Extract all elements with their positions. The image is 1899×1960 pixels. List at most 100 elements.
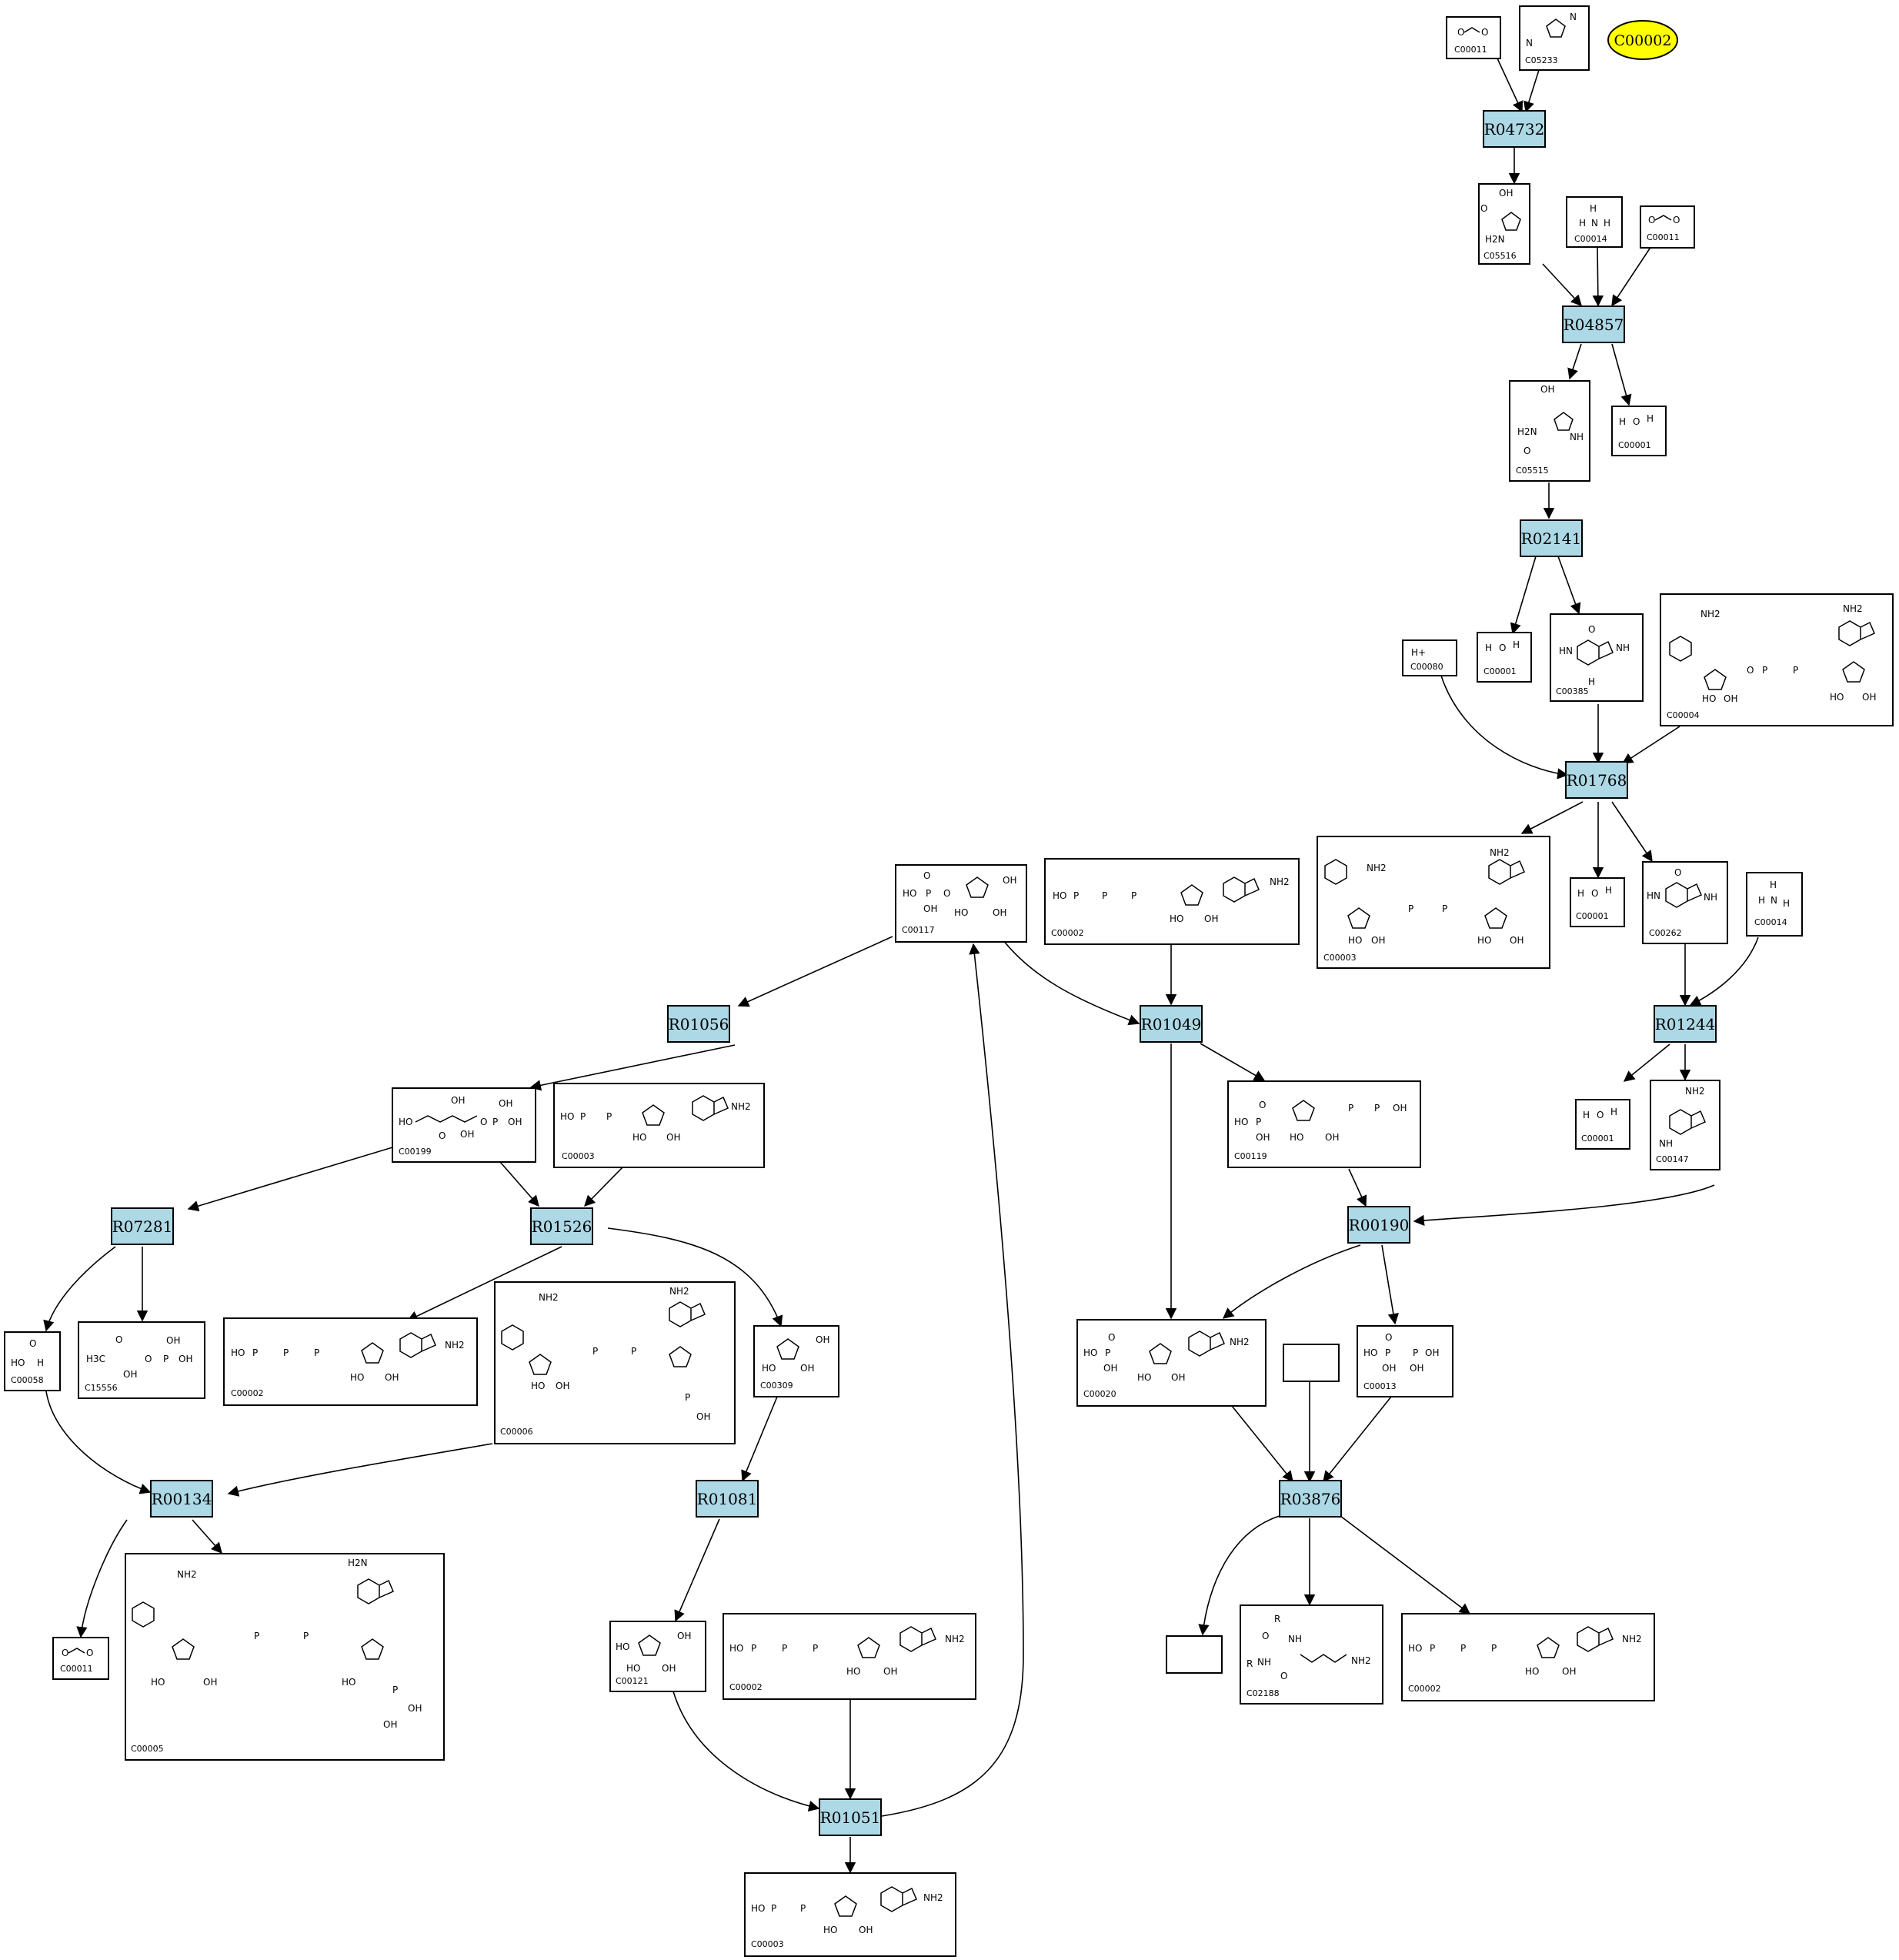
reaction-r00190[interactable]: R00190 (1347, 1206, 1410, 1244)
compound-c00001[interactable]: H O H C00001 (1611, 406, 1667, 456)
compound-c00014[interactable]: H H N H C00014 (1566, 196, 1623, 248)
compound-c02188[interactable]: R O NH R NH NH2 O C02188 (1240, 1604, 1383, 1705)
compound-c00121[interactable]: OH HO HO OH C00121 (609, 1621, 706, 1692)
reaction-r07281[interactable]: R07281 (111, 1207, 174, 1245)
atom-nh2-label: NH2 (1490, 847, 1510, 858)
compound-c00002[interactable]: HO P P P NH2 HO OH C00002 (723, 1613, 976, 1700)
reaction-label: R01244 (1655, 1015, 1716, 1033)
atom-oh-label: OH (556, 1381, 569, 1391)
atom-ho-label: HO (11, 1357, 25, 1368)
compound-id-label: C00014 (1754, 917, 1787, 927)
atom-o-label: O (1480, 203, 1487, 214)
compound-c00011[interactable]: O O C00011 (1446, 16, 1501, 59)
atom-o-label: O (480, 1117, 487, 1127)
atom-ho-label: HO (823, 1925, 837, 1935)
reaction-r01049[interactable]: R01049 (1140, 1005, 1203, 1043)
atom-p-label: P (1793, 665, 1798, 676)
compound-id-label: C00001 (1483, 666, 1517, 676)
atom-h-label: H (1579, 218, 1586, 229)
compound-c00002[interactable]: HO P P P NH2 HO OH C00002 (1044, 858, 1300, 945)
atom-ho-label: HO (399, 1117, 412, 1127)
reaction-r03876[interactable]: R03876 (1279, 1480, 1342, 1518)
atom-oh-label: OH (385, 1372, 399, 1383)
atom-ho-label: HO (954, 907, 968, 918)
reaction-r01526[interactable]: R01526 (530, 1207, 593, 1245)
reaction-r01056[interactable]: R01056 (667, 1005, 730, 1043)
compound-id-label: C00003 (562, 1151, 595, 1161)
compound-c00001[interactable]: H O H C00001 (1477, 632, 1532, 683)
compound-c00117[interactable]: O HO P O OH OH HO OH C00117 (895, 864, 1027, 943)
compound-c05515[interactable]: OH H2N O NH C05515 (1509, 380, 1590, 482)
compound-c05233[interactable]: N N C05233 (1519, 5, 1590, 71)
compound-c00006[interactable]: NH2 P P NH2 P OH HO OH C00006 (494, 1281, 736, 1444)
atom-oh-label: OH (1410, 1363, 1423, 1374)
atom-oh-label: OH (1393, 1103, 1407, 1114)
compound-c00004[interactable]: NH2 O P P NH2 HO OH HO OH C00004 (1660, 593, 1894, 726)
atom-r-label: R (1274, 1614, 1280, 1624)
compound-id-label: C00005 (131, 1744, 164, 1754)
atom-p-label: P (252, 1347, 258, 1358)
compound-id-label: C00013 (1363, 1381, 1397, 1391)
compound-c00013[interactable]: O HO P P OH OH OH C00013 (1357, 1325, 1453, 1397)
compound-c00199[interactable]: HO O OH OH O P OH OH C00199 (392, 1087, 536, 1163)
atom-p-label: P (1348, 1103, 1353, 1114)
reaction-r02141[interactable]: R02141 (1520, 519, 1583, 557)
compound-c00002[interactable]: HO P P P NH2 HO OH C00002 (223, 1317, 478, 1406)
compound-c00309[interactable]: OH HO OH C00309 (753, 1325, 839, 1397)
atom-p-label: P (782, 1643, 787, 1654)
compound-c00119[interactable]: O HO P OH P P OH HO OH C00119 (1227, 1080, 1421, 1168)
atom-ho-label: HO (1083, 1347, 1097, 1358)
compound-c00262[interactable]: O HN NH C00262 (1642, 861, 1728, 944)
atom-nh-label: NH (1288, 1634, 1302, 1644)
atom-nh-label: NH (1570, 432, 1584, 442)
reaction-r01051[interactable]: R01051 (819, 1798, 882, 1836)
reaction-r01081[interactable]: R01081 (696, 1480, 759, 1518)
reaction-label: R00134 (152, 1490, 212, 1508)
compound-c05516[interactable]: OH O H2N C05516 (1478, 183, 1530, 265)
reaction-r04732[interactable]: R04732 (1483, 110, 1546, 148)
reaction-r00134[interactable]: R00134 (150, 1480, 213, 1518)
compound-c00014[interactable]: H H N H C00014 (1746, 872, 1803, 937)
compound-id-label: C15556 (85, 1383, 118, 1393)
compound-c00058[interactable]: O HO H C00058 (4, 1331, 61, 1391)
atom-ho-label: HO (1348, 935, 1362, 946)
reaction-r04857[interactable]: R04857 (1562, 306, 1625, 343)
compound-empty-box[interactable] (1166, 1635, 1223, 1674)
compound-id-label: C00001 (1581, 1134, 1614, 1144)
compound-c00005[interactable]: NH2 P P H2N P OH OH HO OH HO C00005 (125, 1553, 445, 1761)
atom-oh-label: OH (696, 1411, 710, 1422)
compound-id-label: C05516 (1483, 251, 1517, 261)
compound-c00080[interactable]: H+ C00080 (1402, 639, 1457, 676)
atom-p-label: P (163, 1354, 169, 1364)
atom-nh-label: NH (1257, 1657, 1271, 1668)
atom-oh-label: OH (408, 1703, 422, 1714)
atom-o-label: O (923, 870, 930, 881)
atom-ho-label: HO (560, 1111, 574, 1122)
atom-o-label: O (943, 888, 950, 899)
compound-c00001[interactable]: H O H C00001 (1575, 1099, 1630, 1150)
reaction-r01768[interactable]: R01768 (1565, 761, 1628, 799)
compound-c00003[interactable]: NH2 P P NH2 HO OH HO OH C00003 (1317, 836, 1550, 969)
atom-oh-label: OH (662, 1663, 676, 1674)
compound-c00011[interactable]: O O C00011 (52, 1637, 109, 1680)
compound-empty-box[interactable] (1283, 1344, 1340, 1382)
highlight-compound-c00002[interactable]: C00002 (1607, 20, 1678, 60)
atom-p-label: P (1385, 1347, 1390, 1358)
compound-c00001[interactable]: H O H C00001 (1570, 877, 1625, 927)
compound-c00020[interactable]: O HO P OH NH2 HO OH C00020 (1076, 1319, 1267, 1407)
compound-c00002[interactable]: HO P P P NH2 HO OH C00002 (1401, 1613, 1655, 1701)
compound-c00003[interactable]: HO P P NH2 HO OH C00003 (553, 1083, 765, 1168)
atom-o-label: O (1385, 1332, 1392, 1343)
atom-oh-label: OH (1103, 1363, 1117, 1374)
reaction-r01244[interactable]: R01244 (1654, 1005, 1717, 1043)
reaction-label: R01056 (669, 1015, 729, 1033)
atom-nh2-label: NH2 (445, 1340, 465, 1351)
compound-c00385[interactable]: O HN NH H C00385 (1550, 613, 1644, 702)
compound-c00011[interactable]: O O C00011 (1640, 205, 1695, 249)
compound-c00003[interactable]: HO P P NH2 HO OH C00003 (744, 1872, 956, 1957)
compound-c15556[interactable]: H3C O OH O P OH OH C15556 (78, 1321, 205, 1399)
reaction-label: R01526 (532, 1217, 592, 1236)
atom-oh-label: OH (1540, 384, 1554, 395)
atom-oh-label: OH (1425, 1347, 1439, 1358)
compound-c00147[interactable]: NH2 NH C00147 (1650, 1080, 1720, 1170)
